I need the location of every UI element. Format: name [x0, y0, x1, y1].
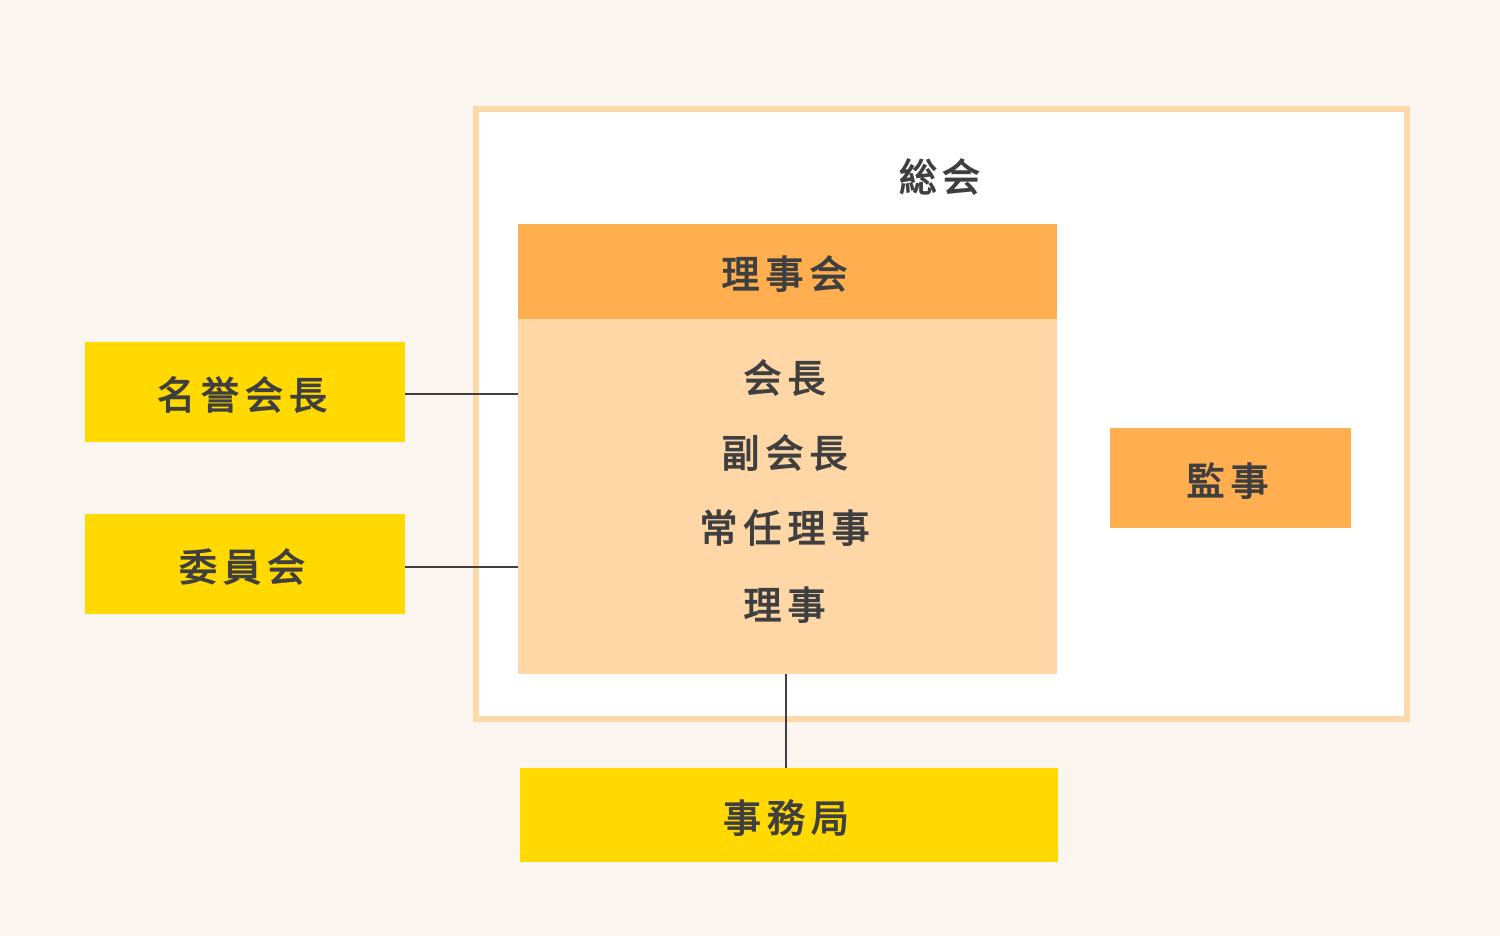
board-members-panel: 会長 副会長 常任理事 理事: [518, 319, 1057, 674]
board-member-executive-director: 常任理事: [699, 506, 876, 551]
board-member-president: 会長: [743, 356, 832, 401]
committee-box: 委員会: [85, 514, 405, 614]
connector-committee-to-board: [405, 566, 518, 568]
honorary-president-box: 名誉会長: [85, 342, 405, 442]
connector-honorary-to-board: [405, 393, 518, 395]
general-assembly-title: 総会: [898, 155, 985, 200]
secretariat-box: 事務局: [520, 768, 1058, 862]
board-header: 理事会: [518, 224, 1057, 319]
board-member-director: 理事: [743, 583, 832, 628]
connector-board-to-secretariat: [785, 674, 787, 768]
board-member-vice-president: 副会長: [721, 431, 854, 476]
auditor-box: 監事: [1110, 428, 1351, 528]
